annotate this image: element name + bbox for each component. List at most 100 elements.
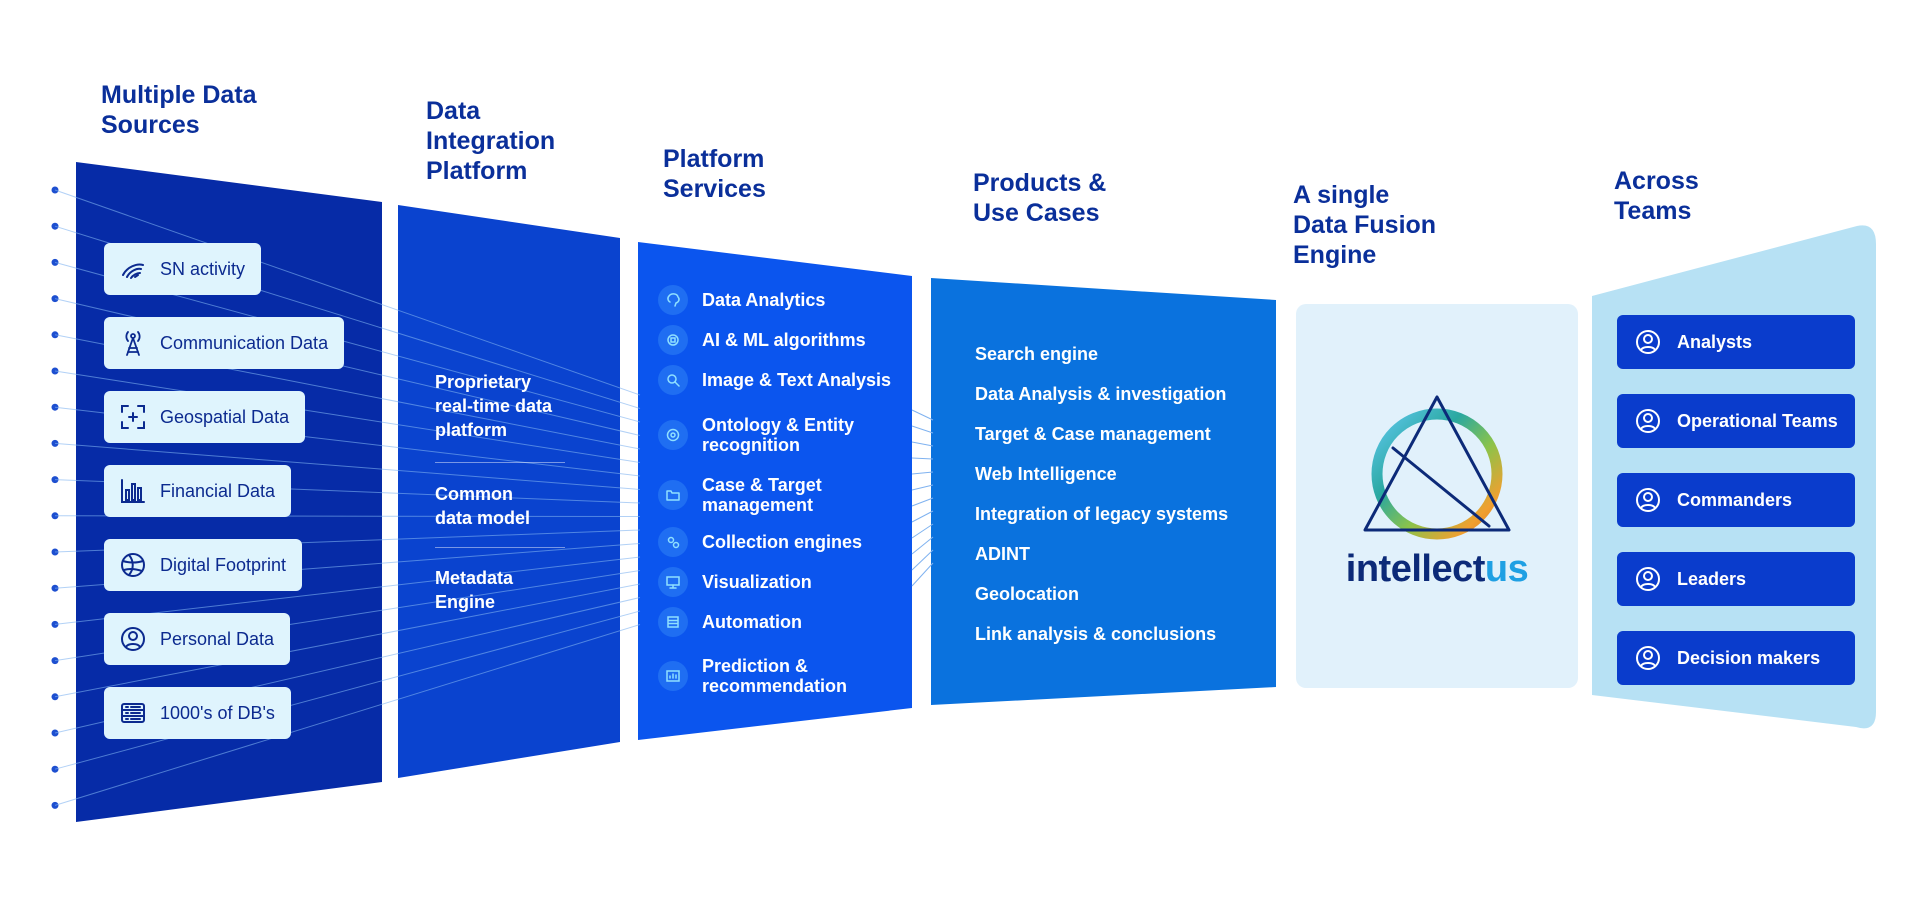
product-item: Data Analysis & investigation [975,384,1227,404]
panel-services [638,242,912,740]
integration-item: Proprietary real-time data platform [435,372,553,440]
gears-icon [658,527,688,557]
service-item: Data Analytics [658,285,825,315]
source-item: 1000's of DB's [104,687,291,739]
integration-item: Common data model [435,484,531,528]
antenna-tower-icon [118,328,148,358]
connector-line [911,471,934,475]
user-circle-icon [1633,406,1663,436]
service-item: AI & ML algorithms [658,325,866,355]
integration-item: Metadata Engine [435,568,514,612]
service-item: Prediction & recommendation [658,656,847,696]
connector-line [911,523,934,539]
magnifier-icon [658,365,688,395]
source-item: Digital Footprint [104,539,303,591]
header-teams: Across Teams [1614,167,1699,225]
database-list-icon [118,698,148,728]
connector-line [54,189,641,396]
brand-wordmark: intellectus [1296,548,1578,591]
service-item: Collection engines [658,527,862,557]
connector-line [911,536,934,555]
brain-icon [658,285,688,315]
brand-accent: us [1484,548,1529,590]
header-services: Platform Services [663,145,766,203]
product-item: Link analysis & conclusions [975,624,1217,644]
source-item: Communication Data [104,317,345,369]
header-sources: Multiple Data Sources [101,81,257,139]
source-item: Geospatial Data [104,391,306,443]
team-item: Analysts [1617,315,1855,369]
team-label: Analysts [1677,331,1753,352]
connector-line [911,497,934,507]
service-item: Automation [658,607,802,637]
bar-chart-icon [118,476,148,506]
monitor-icon [658,567,688,597]
source-label: Geospatial Data [160,406,290,427]
connector-line [911,425,934,434]
user-circle-icon [1633,485,1663,515]
product-item: Integration of legacy systems [975,504,1229,524]
team-label: Commanders [1677,489,1793,510]
source-item: Financial Data [104,465,292,517]
service-label: Visualization [702,572,812,592]
product-item: Web Intelligence [975,464,1117,484]
connector-line [911,484,934,491]
service-item: Visualization [658,567,812,597]
team-item: Decision makers [1617,631,1855,685]
engine-card [1296,304,1578,688]
service-label: Collection engines [702,532,863,552]
connector-line [911,562,934,587]
source-label: Personal Data [160,628,275,649]
connector-line [911,549,934,571]
service-item: Ontology & Entity recognition [658,415,854,455]
user-circle-icon [1633,643,1663,673]
panel-integration [398,205,620,778]
service-label: Automation [702,612,802,632]
connector-line [54,370,641,463]
product-item: Target & Case management [975,424,1211,444]
panel-products [931,278,1276,705]
source-label: Communication Data [160,332,329,353]
team-item: Leaders [1617,552,1855,606]
connector-line [54,583,641,698]
product-item: Geolocation [975,584,1080,604]
header-products: Products & Use Cases [973,169,1107,227]
ai-chip-icon [658,325,688,355]
integration-divider [435,547,565,548]
service-label: Ontology & Entity recognition [702,415,854,455]
team-label: Leaders [1677,568,1747,589]
service-item: Image & Text Analysis [658,365,891,395]
header-integration: Data Integration Platform [426,97,556,185]
source-label: Digital Footprint [160,554,287,575]
product-item: Search engine [975,344,1099,364]
integration-divider [435,462,565,463]
product-item: ADINT [975,544,1030,564]
focus-frame-icon [118,402,148,432]
user-circle-icon [1633,564,1663,594]
connector-line [911,441,934,447]
triangle-ring-logo-icon [1363,395,1511,540]
connector-line [911,457,934,460]
service-label: AI & ML algorithms [702,330,866,350]
source-item: SN activity [104,243,262,295]
brand-name: intellect [1345,548,1486,590]
user-circle-icon [118,624,148,654]
connector-line [911,510,934,523]
service-label: Image & Text Analysis [702,370,892,390]
source-label: SN activity [160,258,246,279]
team-label: Decision makers [1677,647,1821,668]
service-label: Case & Target management [702,475,822,515]
source-label: Financial Data [160,480,276,501]
team-item: Commanders [1617,473,1855,527]
connector-line [54,624,641,806]
source-item: Personal Data [104,613,291,665]
globe-icon [118,550,148,580]
dashboard-icon [658,661,688,691]
signal-icon [118,254,148,284]
team-label: Operational Teams [1677,410,1838,431]
user-circle-icon [1633,327,1663,357]
connector-line [54,442,641,490]
network-icon [658,420,688,450]
